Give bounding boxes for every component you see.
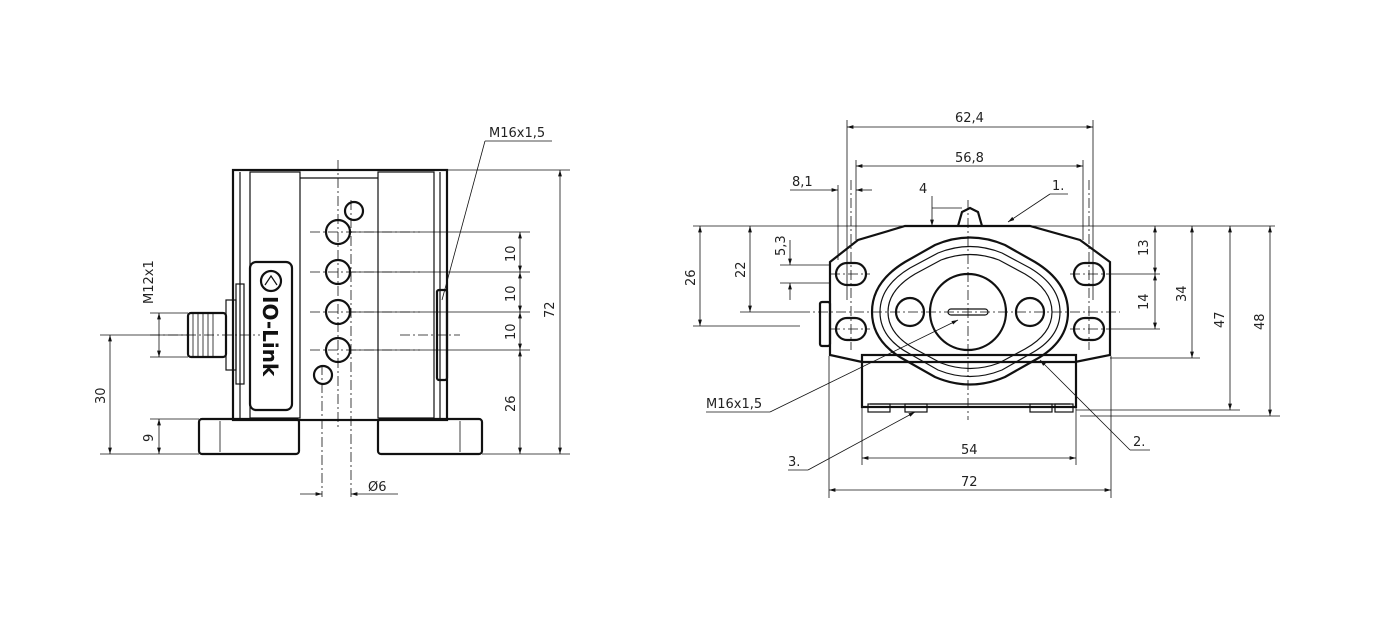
iolink-logo-icon	[259, 269, 283, 293]
iolink-logo-text: IO-Link	[258, 296, 282, 377]
dim-base-9: 9	[142, 434, 157, 442]
dim-48: 48	[1253, 313, 1268, 330]
top-nub	[956, 206, 984, 227]
dim-m12-thread-label: M12x1	[142, 260, 157, 304]
flange-ring-outer	[870, 236, 1070, 386]
dim-4: 4	[919, 182, 927, 197]
dim-m16-thread-bottom: M16x1,5	[706, 397, 762, 412]
dim-height-72: 72	[543, 301, 558, 318]
dim-pitch-10-c: 10	[504, 323, 519, 340]
dim-5-3: 5,3	[774, 235, 789, 256]
dim-54: 54	[961, 443, 978, 458]
dim-22: 22	[734, 261, 749, 278]
callout-3: 3.	[788, 455, 800, 470]
dim-diameter-6: Ø6	[368, 480, 387, 495]
base-flange-right	[376, 417, 484, 456]
callout-1: 1.	[1052, 179, 1064, 194]
dim-connector-30: 30	[94, 387, 109, 404]
dim-13: 13	[1137, 239, 1152, 256]
dim-lower-26: 26	[504, 395, 519, 412]
dim-pitch-10-a: 10	[504, 245, 519, 262]
callout-2: 2.	[1133, 435, 1145, 450]
dim-34: 34	[1175, 285, 1190, 302]
dim-width-62-4: 62,4	[955, 111, 984, 126]
iolink-label-plate	[248, 260, 294, 412]
hole-top	[343, 200, 365, 222]
dim-m16-thread-label: M16x1,5	[489, 126, 545, 141]
base-flange-left	[197, 417, 301, 456]
dim-26: 26	[684, 269, 699, 286]
dim-14: 14	[1137, 293, 1152, 310]
housing-body	[231, 168, 449, 422]
dim-47: 47	[1213, 311, 1228, 328]
hole-bottom	[312, 364, 334, 386]
dim-pitch-10-b: 10	[504, 285, 519, 302]
left-side-view: IO-Link	[94, 126, 570, 497]
dim-width-56-8: 56,8	[955, 151, 984, 166]
dim-72-width: 72	[961, 475, 978, 490]
housing-outline	[828, 224, 1112, 364]
right-front-view: 62,4 56,8 8,1 4 1. 26 22 5,3 13 14 34 47…	[684, 111, 1280, 498]
dim-8-1: 8,1	[792, 175, 813, 190]
